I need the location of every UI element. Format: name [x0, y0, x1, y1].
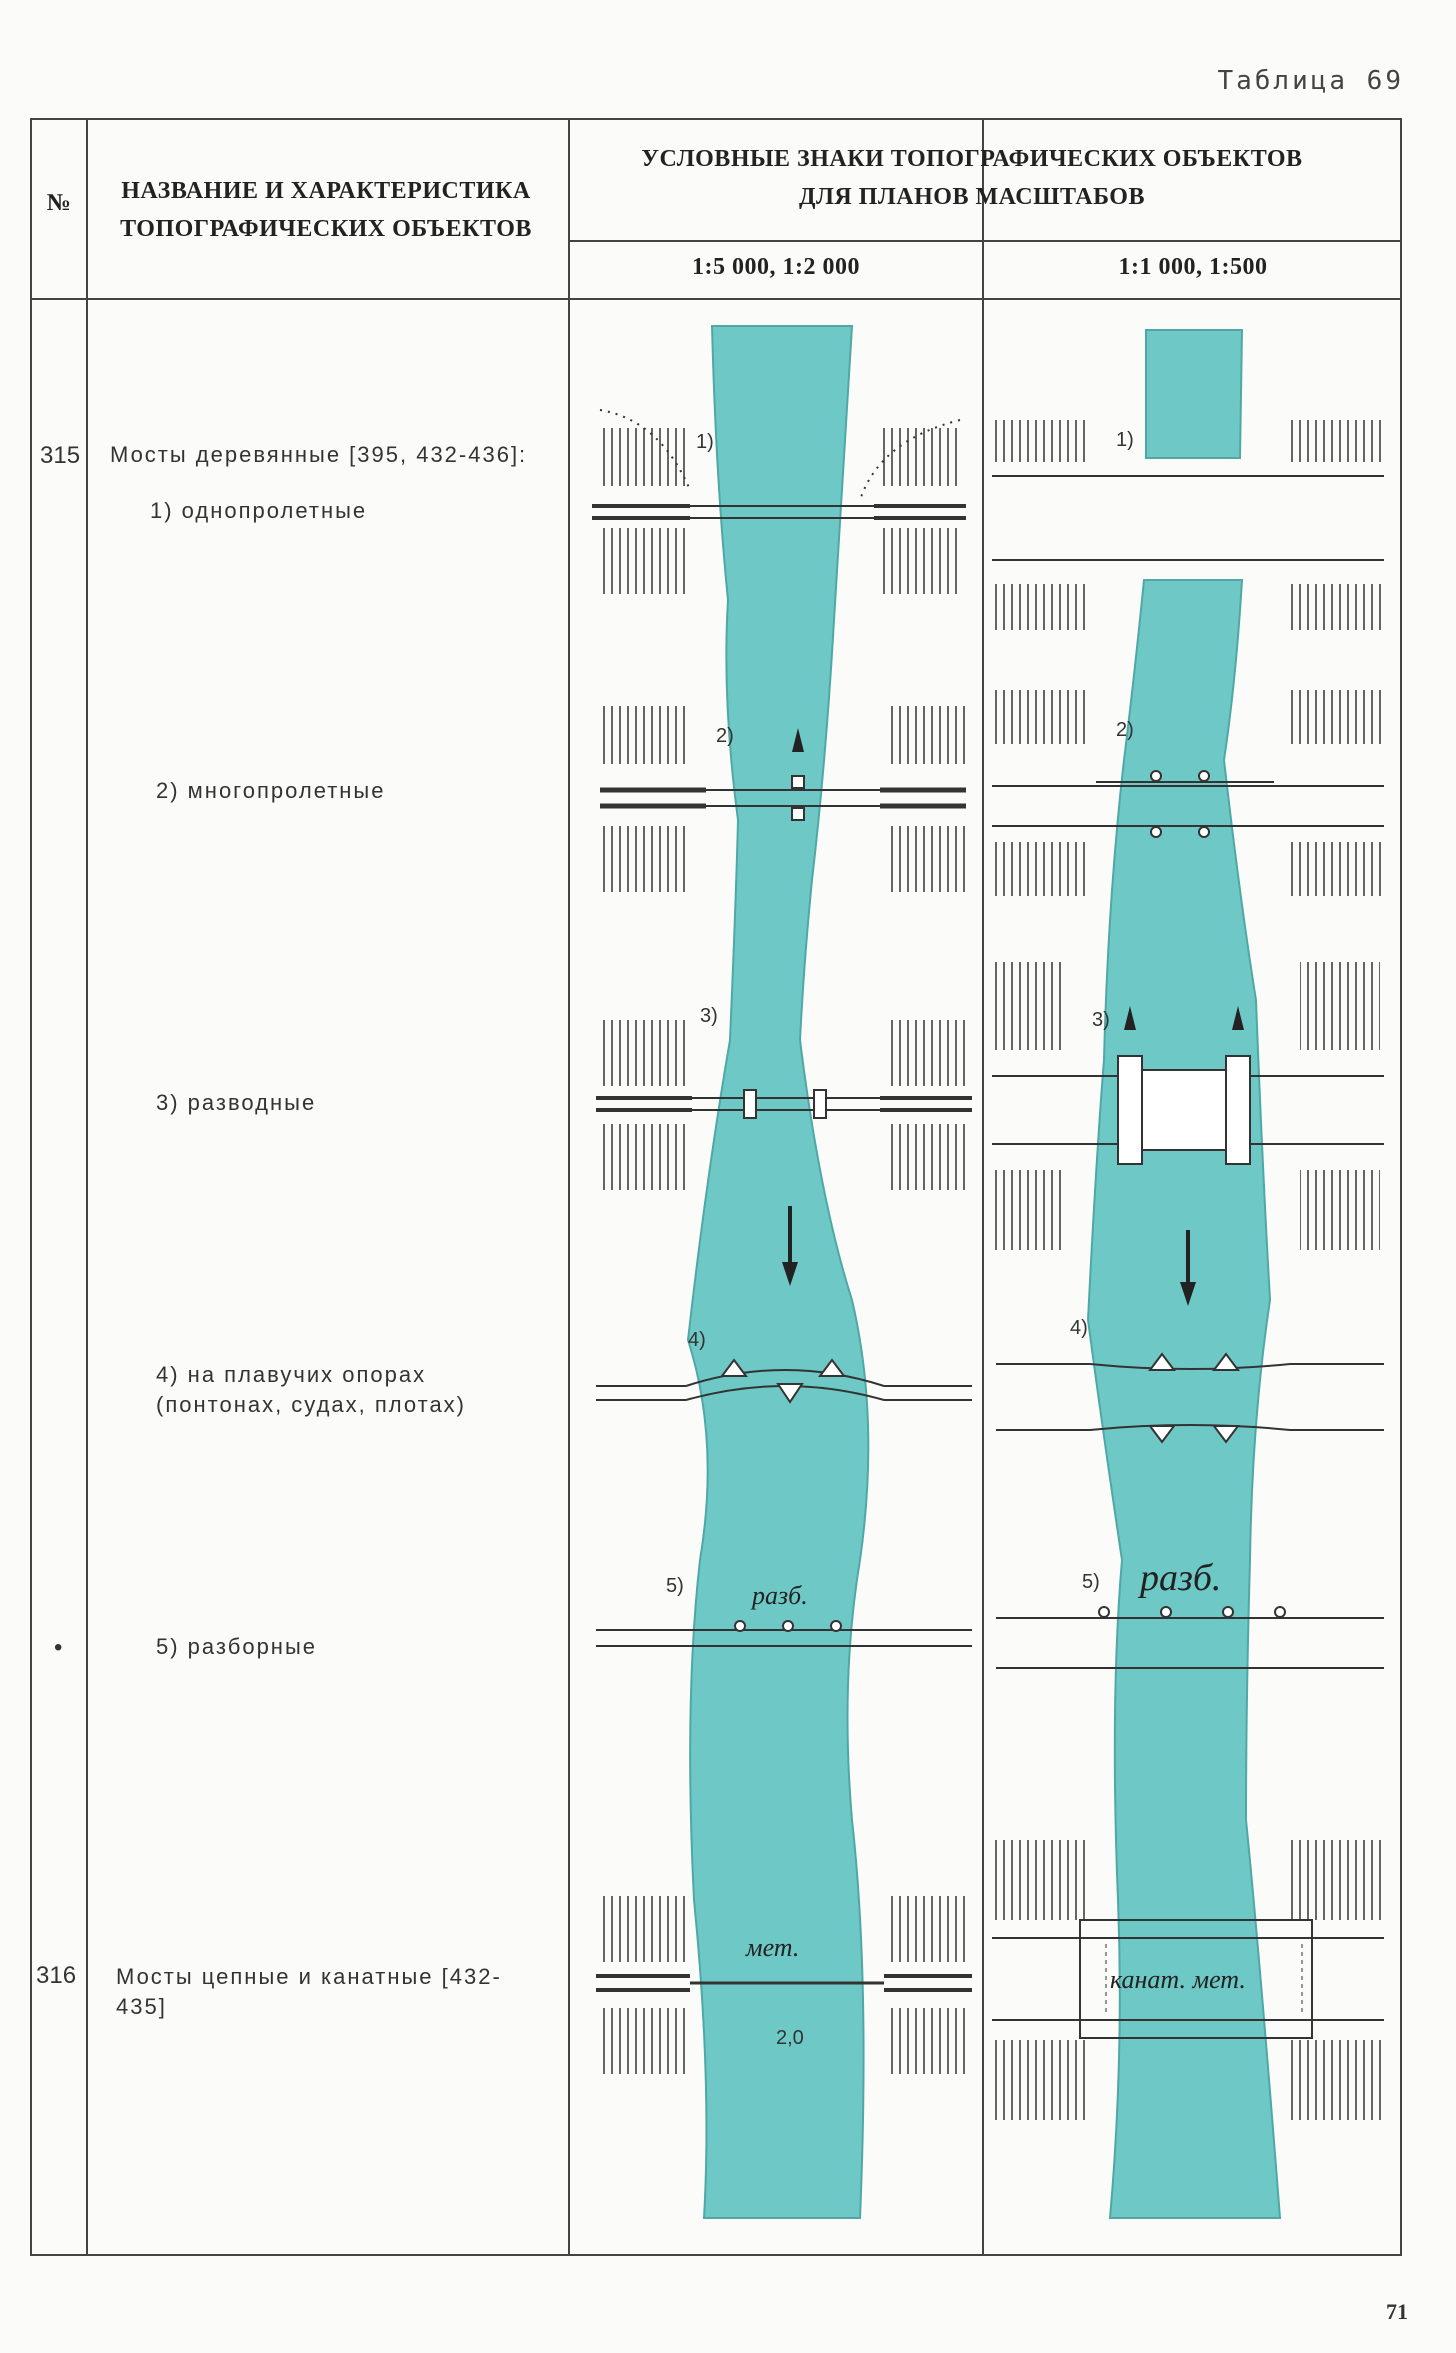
- page-number: 71: [1386, 2299, 1408, 2324]
- entry-name-316: Мосты цепные и канатные [432-435]: [116, 1964, 502, 2019]
- col-divider-number: [86, 120, 88, 2254]
- bridge-3-large: 3): [992, 962, 1384, 1306]
- entry-number-315: 315: [40, 442, 81, 469]
- flow-arrow-icon: [792, 728, 804, 752]
- marker-4-small: 4): [688, 1329, 706, 1351]
- river-small: [686, 325, 870, 2219]
- pontoon-icon: [1212, 1425, 1240, 1444]
- pontoon-icon: [1212, 1352, 1240, 1371]
- river-large-top: [1145, 329, 1244, 459]
- header-symbols: УСЛОВНЫЕ ЗНАКИ ТОПОГРАФИЧЕСКИХ ОБЪЕКТОВ …: [641, 146, 1303, 210]
- label-dim: 2,0: [776, 2027, 804, 2049]
- col-divider-scale: [982, 120, 984, 2254]
- bridge-1-large: 1): [992, 420, 1384, 630]
- entry-name-315: Мосты деревянные [395, 432-436]:: [110, 442, 528, 467]
- bridge-2-small: 2): [600, 706, 966, 892]
- entry-sub-3: 3) разводные: [156, 1090, 317, 1115]
- symbols-table: № НАЗВАНИЕ И ХАРАКТЕРИСТИКА ТОПОГРАФИЧЕС…: [30, 118, 1402, 2256]
- header-scale-small: 1:5 000, 1:2 000: [692, 254, 860, 280]
- pontoon-icon: [1148, 1352, 1176, 1371]
- marker-3-large: 3): [1092, 1009, 1110, 1031]
- header-divider-sub: [568, 240, 1400, 242]
- entry-bullet: •: [54, 1634, 63, 1661]
- entry-sub-5: 5) разборные: [156, 1634, 318, 1659]
- marker-2-large: 2): [1116, 719, 1134, 741]
- bridge-316-small: мет. 2,0: [596, 1896, 972, 2074]
- header-bottom: [32, 298, 1400, 300]
- bridge-3-small: 3): [596, 1005, 972, 1286]
- marker-4-large: 4): [1070, 1317, 1088, 1339]
- pontoon-icon: [776, 1383, 804, 1404]
- bridge-2-large: 2): [992, 690, 1386, 896]
- label-met-small: мет.: [745, 1933, 799, 1962]
- entry-sub-1: 1) однопролетные: [150, 498, 368, 523]
- bridge-5-small: разб. 5): [596, 1575, 972, 1647]
- bridge-4-large: 4): [996, 1317, 1384, 1444]
- bridge-316-large: канат. мет.: [992, 1840, 1384, 2120]
- bridge-4-small: 4): [596, 1329, 972, 1404]
- label-kanat-met: канат. мет.: [1110, 1965, 1246, 1994]
- marker-1-small: 1): [696, 431, 714, 453]
- entry-number-316: 316: [36, 1962, 77, 1989]
- table-caption: Таблица 69: [1217, 66, 1404, 96]
- marker-2-small: 2): [716, 725, 734, 747]
- label-razb-small: разб.: [750, 1581, 808, 1610]
- pier-icon: [791, 775, 805, 789]
- bridge-1-small: 1): [592, 409, 966, 594]
- label-razb-large: разб.: [1137, 1557, 1221, 1599]
- marker-3-small: 3): [700, 1005, 718, 1027]
- pontoon-icon: [818, 1358, 846, 1377]
- marker-1-large: 1): [1116, 429, 1134, 451]
- bridge-5-large: разб. 5): [996, 1557, 1384, 1669]
- pier-icon: [791, 807, 805, 821]
- header-number: №: [46, 190, 72, 216]
- marker-5-small: 5): [666, 1575, 684, 1597]
- marker-5-large: 5): [1082, 1571, 1100, 1593]
- entry-sub-2: 2) многопролетные: [156, 778, 386, 803]
- header-name: НАЗВАНИЕ И ХАРАКТЕРИСТИКА ТОПОГРАФИЧЕСКИ…: [120, 178, 532, 242]
- pontoon-icon: [720, 1358, 748, 1377]
- col-divider-name: [568, 120, 570, 2254]
- pontoon-icon: [1148, 1425, 1176, 1444]
- entry-sub-4: 4) на плавучих опорах (понтонах, судах, …: [156, 1362, 467, 1417]
- header-scale-large: 1:1 000, 1:500: [1118, 254, 1268, 280]
